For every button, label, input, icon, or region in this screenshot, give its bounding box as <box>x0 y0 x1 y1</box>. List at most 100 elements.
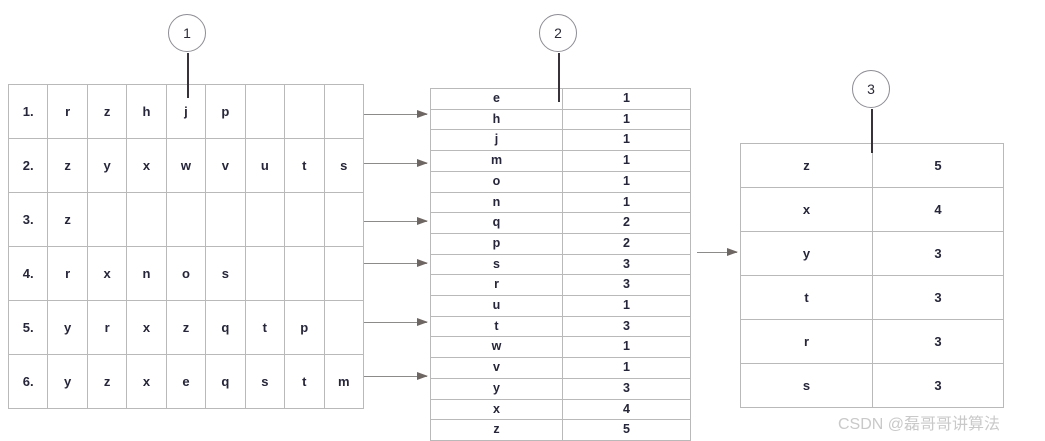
letter-cell: n <box>126 246 167 301</box>
letter-cell: z <box>47 192 88 247</box>
letter-cell <box>284 192 325 247</box>
letter-cell: t <box>244 300 286 355</box>
letter-cell: u <box>430 295 563 317</box>
count-cell: 2 <box>562 212 691 234</box>
letter-cell: t <box>284 138 325 193</box>
letter-cell <box>323 84 364 139</box>
letter-cell: u <box>244 138 286 193</box>
letter-cell: r <box>47 246 88 301</box>
letter-cell: j <box>430 129 563 152</box>
letter-cell: y <box>740 231 873 276</box>
count-cell: 3 <box>562 274 691 297</box>
letter-cell: v <box>205 138 246 193</box>
arrow-row-3-to-counts <box>364 217 428 225</box>
letter-cell <box>205 192 246 247</box>
letter-cell: p <box>284 300 325 355</box>
callout-2-stem <box>558 53 560 102</box>
callout-2-bubble: 2 <box>539 14 577 52</box>
arrow-row-6-to-counts <box>364 372 428 380</box>
row-index-cell: 3. <box>7 192 49 247</box>
callout-3-bubble: 3 <box>852 70 890 108</box>
letter-cell <box>323 192 364 247</box>
csdn-watermark: CSDN @磊哥哥讲算法 <box>838 416 1001 433</box>
letter-cell: s <box>323 138 364 193</box>
letter-cell: q <box>430 212 563 234</box>
count-cell: 3 <box>562 315 691 338</box>
table-row: 3.z <box>7 192 364 247</box>
letter-cell: z <box>47 138 88 193</box>
letter-cell: o <box>165 246 207 301</box>
count-cell: 3 <box>872 363 1004 408</box>
count-cell: 1 <box>562 170 691 193</box>
callout-1-bubble: 1 <box>168 14 206 52</box>
row-index-cell: 1. <box>7 84 49 139</box>
count-cell: 1 <box>562 295 691 317</box>
row-index-cell: 4. <box>7 246 49 301</box>
letter-cell: x <box>126 354 167 409</box>
count-cell: 3 <box>872 231 1004 276</box>
callout-1-stem <box>187 53 189 98</box>
letter-cell: q <box>205 354 246 409</box>
letter-cell: e <box>165 354 207 409</box>
count-cell: 3 <box>562 377 691 400</box>
letter-cell: r <box>430 274 563 297</box>
letter-cell: s <box>205 246 246 301</box>
letter-cell: j <box>165 84 207 139</box>
count-cell: 1 <box>562 150 691 172</box>
letter-cell: p <box>205 84 246 139</box>
letter-cell: z <box>740 143 873 188</box>
count-cell: 1 <box>562 129 691 152</box>
count-cell: 1 <box>562 88 691 110</box>
letter-cell: w <box>430 336 563 359</box>
letter-cell: y <box>47 300 88 355</box>
callout-3-stem <box>871 109 873 153</box>
count-cell: 2 <box>562 232 691 255</box>
letter-cell: s <box>244 354 286 409</box>
count-cell: 1 <box>562 191 691 214</box>
count-cell: 4 <box>562 398 691 421</box>
letter-cell: y <box>47 354 88 409</box>
letter-cell: h <box>126 84 167 139</box>
letter-cell: p <box>430 232 563 255</box>
letter-cell <box>165 192 207 247</box>
count-cell: 1 <box>562 357 691 379</box>
letter-cell: z <box>86 354 128 409</box>
letter-cell: t <box>430 315 563 338</box>
letter-cell: h <box>430 108 563 131</box>
letter-cell <box>323 246 364 301</box>
letter-cell: z <box>430 419 563 441</box>
letter-cell: r <box>47 84 88 139</box>
letter-cell: m <box>323 354 364 409</box>
arrow-counts-to-top <box>697 248 738 256</box>
letter-cell: r <box>740 319 873 364</box>
count-cell: 4 <box>872 187 1004 232</box>
count-cell: 5 <box>562 419 691 441</box>
